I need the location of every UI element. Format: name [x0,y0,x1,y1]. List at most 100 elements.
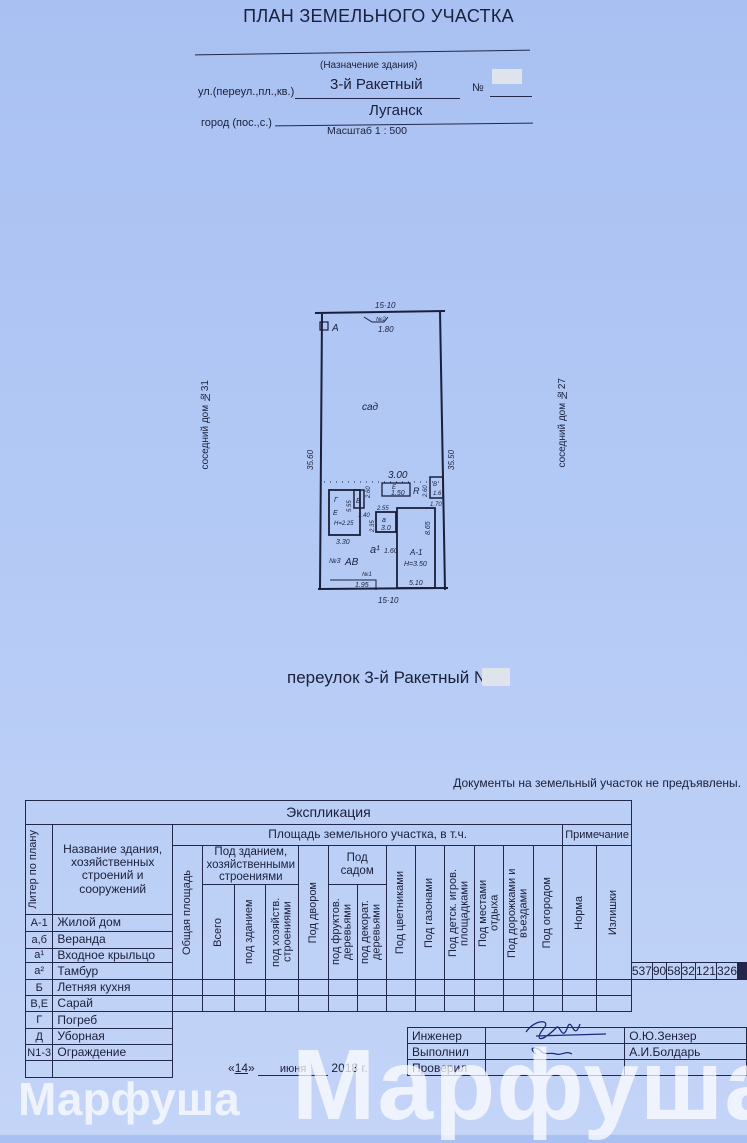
building-name: Ограждение [52,1044,173,1062]
col-total: Общая площадь [180,870,193,956]
litera: В,Е [24,995,54,1013]
table-row [24,1060,747,1079]
watermark-large: Марфуша [292,1029,747,1141]
litera: N1-3 [24,1044,54,1062]
street-value: 3-й Ракетный [330,76,423,93]
e-height: 1.50 [391,490,405,497]
label-g: Г [334,497,339,504]
litera: Б [24,979,54,997]
litera: а,б [24,930,54,949]
value-total: 537 [630,962,653,981]
col-under-building: под зданием [243,899,256,965]
value-yard: 121 [694,962,717,981]
signature-icon [525,1021,606,1040]
gate2-width: 1.80 [378,325,394,334]
col-norm: Норма [572,895,585,930]
date: «14» июня 2018 г. [228,1061,368,1076]
building-b [353,489,365,509]
role: Выполнил [407,1043,486,1060]
v-size: 1.6 [433,491,442,497]
dim-top-width: 15·10 [375,301,396,310]
building-name: Веранда [52,930,173,949]
group-building: Под зданием, хозяйственными строениями [202,845,300,885]
dim-235: 2.35 [370,520,376,533]
col-yard: Под двором [306,881,319,944]
building-name: Уборная [52,1028,173,1046]
signer-name: А.И.Болдарь [624,1043,747,1060]
plot-boundary [314,310,449,591]
redacted-number [492,69,522,84]
signature-cell [484,1043,626,1060]
col-playgrounds: Под детск. игров. площадками [447,868,471,957]
a1-height: Н=3.50 [404,561,427,568]
date-year: 2018 г. [331,1061,368,1075]
col-all: Всего [211,917,224,947]
dim-330: 3.30 [336,539,350,546]
city-label: город (пос.,с.) [201,117,272,129]
dim-left-length: 35.60 [306,449,315,470]
dim-555: 5.55 [347,500,353,512]
dim-260-b: 2.60 [423,485,429,498]
group-garden: Под садом [327,845,387,885]
label-b: Б [356,498,361,505]
number-line [490,96,532,97]
col-rest: Под местами отдыха [476,878,501,947]
col-fruit: под фруктов. деревьями [330,898,354,966]
value-all: 90 [651,962,668,981]
value-excess [745,962,747,981]
site-plan-drawing: 15·10 №2 1.80 А сад 35.60 35.50 3.00 Е 1… [306,301,456,605]
dim-300: 3.00 [388,470,408,481]
document-title: ПЛАН ЗЕМЕЛЬНОГО УЧАСТКА [243,6,514,26]
col-lawns: Под газонами [423,877,436,948]
date-month: июня [258,1063,329,1076]
building-name: Сарай [52,995,173,1013]
garden-label: сад [362,402,379,413]
purpose-caption: (Назначение здания) [320,60,418,71]
redacted-house-number [482,668,510,686]
role: Проверил [407,1059,486,1076]
dim-865: 8.65 [425,521,432,535]
city-value: Луганск [369,102,423,119]
col-garden-beds: Под огородом [541,876,554,949]
value-under-building: 58 [666,962,682,981]
litera [24,1060,54,1079]
b-height: Н=2.25 [334,521,354,527]
building-name: Входное крыльцо [52,947,173,964]
dim-140: 1.40 [358,513,370,519]
explication-table: Экспликация Литер по плану Название здан… [24,800,747,1079]
dim-bottom-width: 15·10 [378,596,399,605]
street-line [295,98,460,99]
label-a-superscript: а¹ [370,544,380,556]
dim-160: 1.60 [384,548,398,555]
dim-510: 5.10 [409,580,423,587]
street-caption: переулок 3-й Ракетный № [287,668,493,687]
explication-title: Экспликация [25,800,632,825]
value-fruit: 326 [715,962,739,981]
col-excess: Излишки [607,889,620,936]
label-ab: АВ [344,557,359,568]
building-name [52,1060,173,1079]
street-label: ул.(переул.,пл.,кв.) [198,86,295,98]
col-paths: Под дорожками и въездами [505,867,530,958]
litera: А-1 [24,913,54,932]
scale: Масштаб 1 : 500 [327,125,407,137]
label-a1: А-1 [409,548,422,557]
building-e [381,482,411,497]
building-name: Погреб [52,1011,173,1030]
col-litera: Литер по плану [27,830,40,909]
signature-cell [484,1059,626,1076]
litera: а¹ [24,947,54,964]
building-v [429,476,444,499]
area-header: Площадь земельного участка, в т.ч. [171,824,564,846]
label-r: R [413,486,420,496]
watermark-small: Марфуша [18,1073,240,1125]
gate2-label: №2 [376,316,386,323]
label-small-a: а [382,517,386,524]
